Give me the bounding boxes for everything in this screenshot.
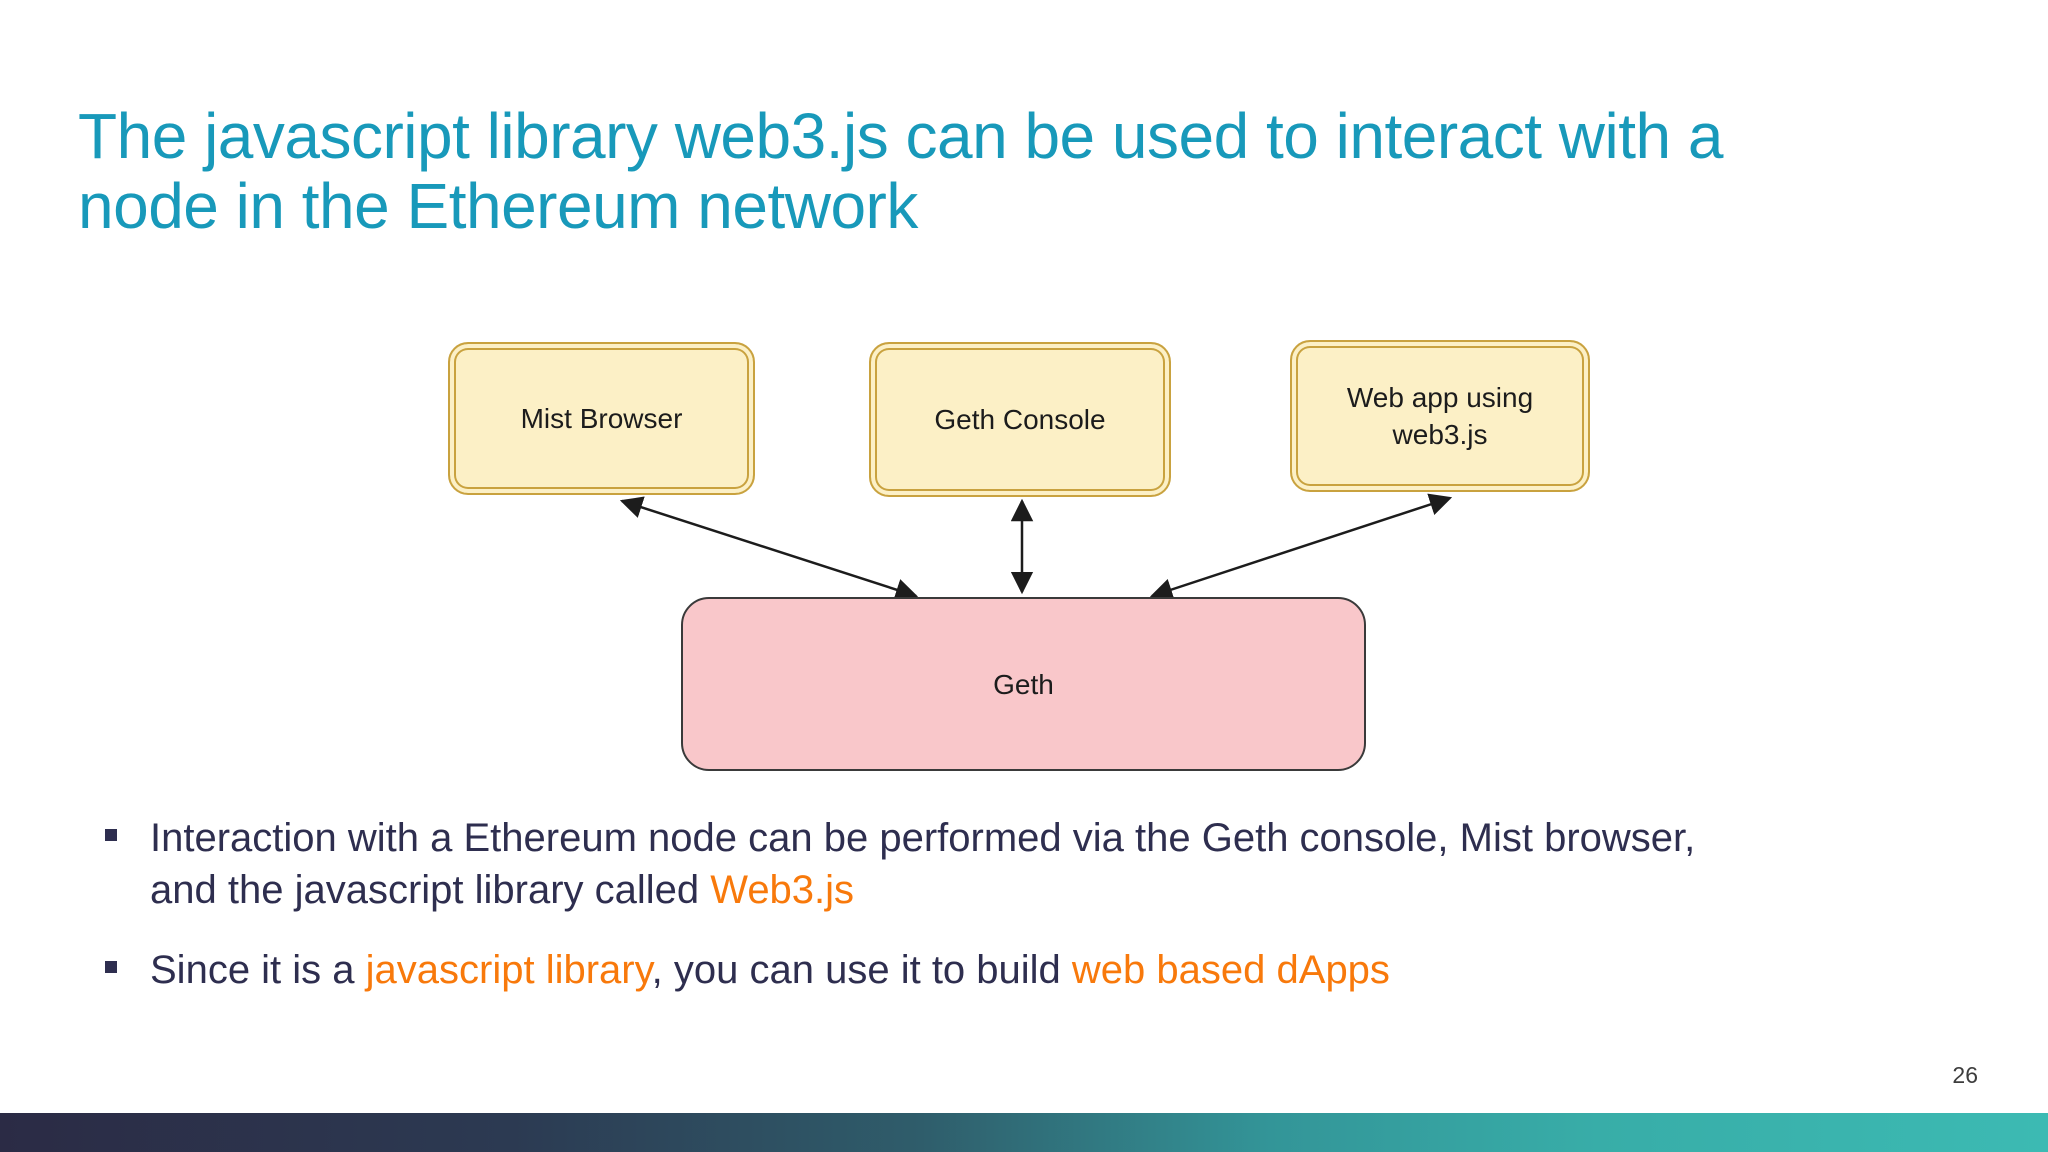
bullet-square-icon <box>105 829 117 841</box>
bullet-text: Interaction with a Ethereum node can be … <box>150 812 1895 916</box>
diagram-node-web-app: Web app using web3.js <box>1290 340 1590 492</box>
node-label-geth: Geth <box>993 668 1054 700</box>
bullet-text: Since it is a javascript library, you ca… <box>150 944 1895 996</box>
diagram-node-geth-console: Geth Console <box>869 342 1171 497</box>
bullet-item-1: Interaction with a Ethereum node can be … <box>105 812 1895 916</box>
bullet-plain-text: , you can use it to build <box>651 948 1072 992</box>
edge-geth-mist-arrow <box>619 496 919 601</box>
node-label-mist-browser: Mist Browser <box>520 403 683 434</box>
bullet-accent-text: web based dApps <box>1071 948 1390 992</box>
edge-geth-webapp-arrow <box>1149 493 1453 601</box>
node-label-web-app: Web app using web3.js <box>1346 382 1534 450</box>
bullet-plain-text: Interaction with a Ethereum node can be … <box>150 816 1696 860</box>
bullet-list: Interaction with a Ethereum node can be … <box>105 812 1895 1024</box>
bullet-item-2: Since it is a javascript library, you ca… <box>105 944 1895 996</box>
bullet-accent-text: javascript library <box>365 948 652 992</box>
footer-gradient-bar <box>0 1113 2048 1152</box>
bullet-plain-text: Since it is a <box>150 948 366 992</box>
page-title-line-2: node in the Ethereum network <box>78 169 918 242</box>
diagram-node-mist-browser: Mist Browser <box>448 342 755 495</box>
node-label-geth-console: Geth Console <box>934 404 1106 435</box>
diagram-node-geth: Geth <box>681 597 1366 771</box>
page-title-line-1: The javascript library web3.js can be us… <box>78 99 1723 172</box>
bullet-accent-text: Web3.js <box>710 868 855 912</box>
page-number: 26 <box>1952 1062 1978 1088</box>
page-title: The javascript library web3.js can be us… <box>78 101 1723 241</box>
bullet-plain-text: and the javascript library called <box>150 868 711 912</box>
bullet-square-icon <box>105 961 117 973</box>
